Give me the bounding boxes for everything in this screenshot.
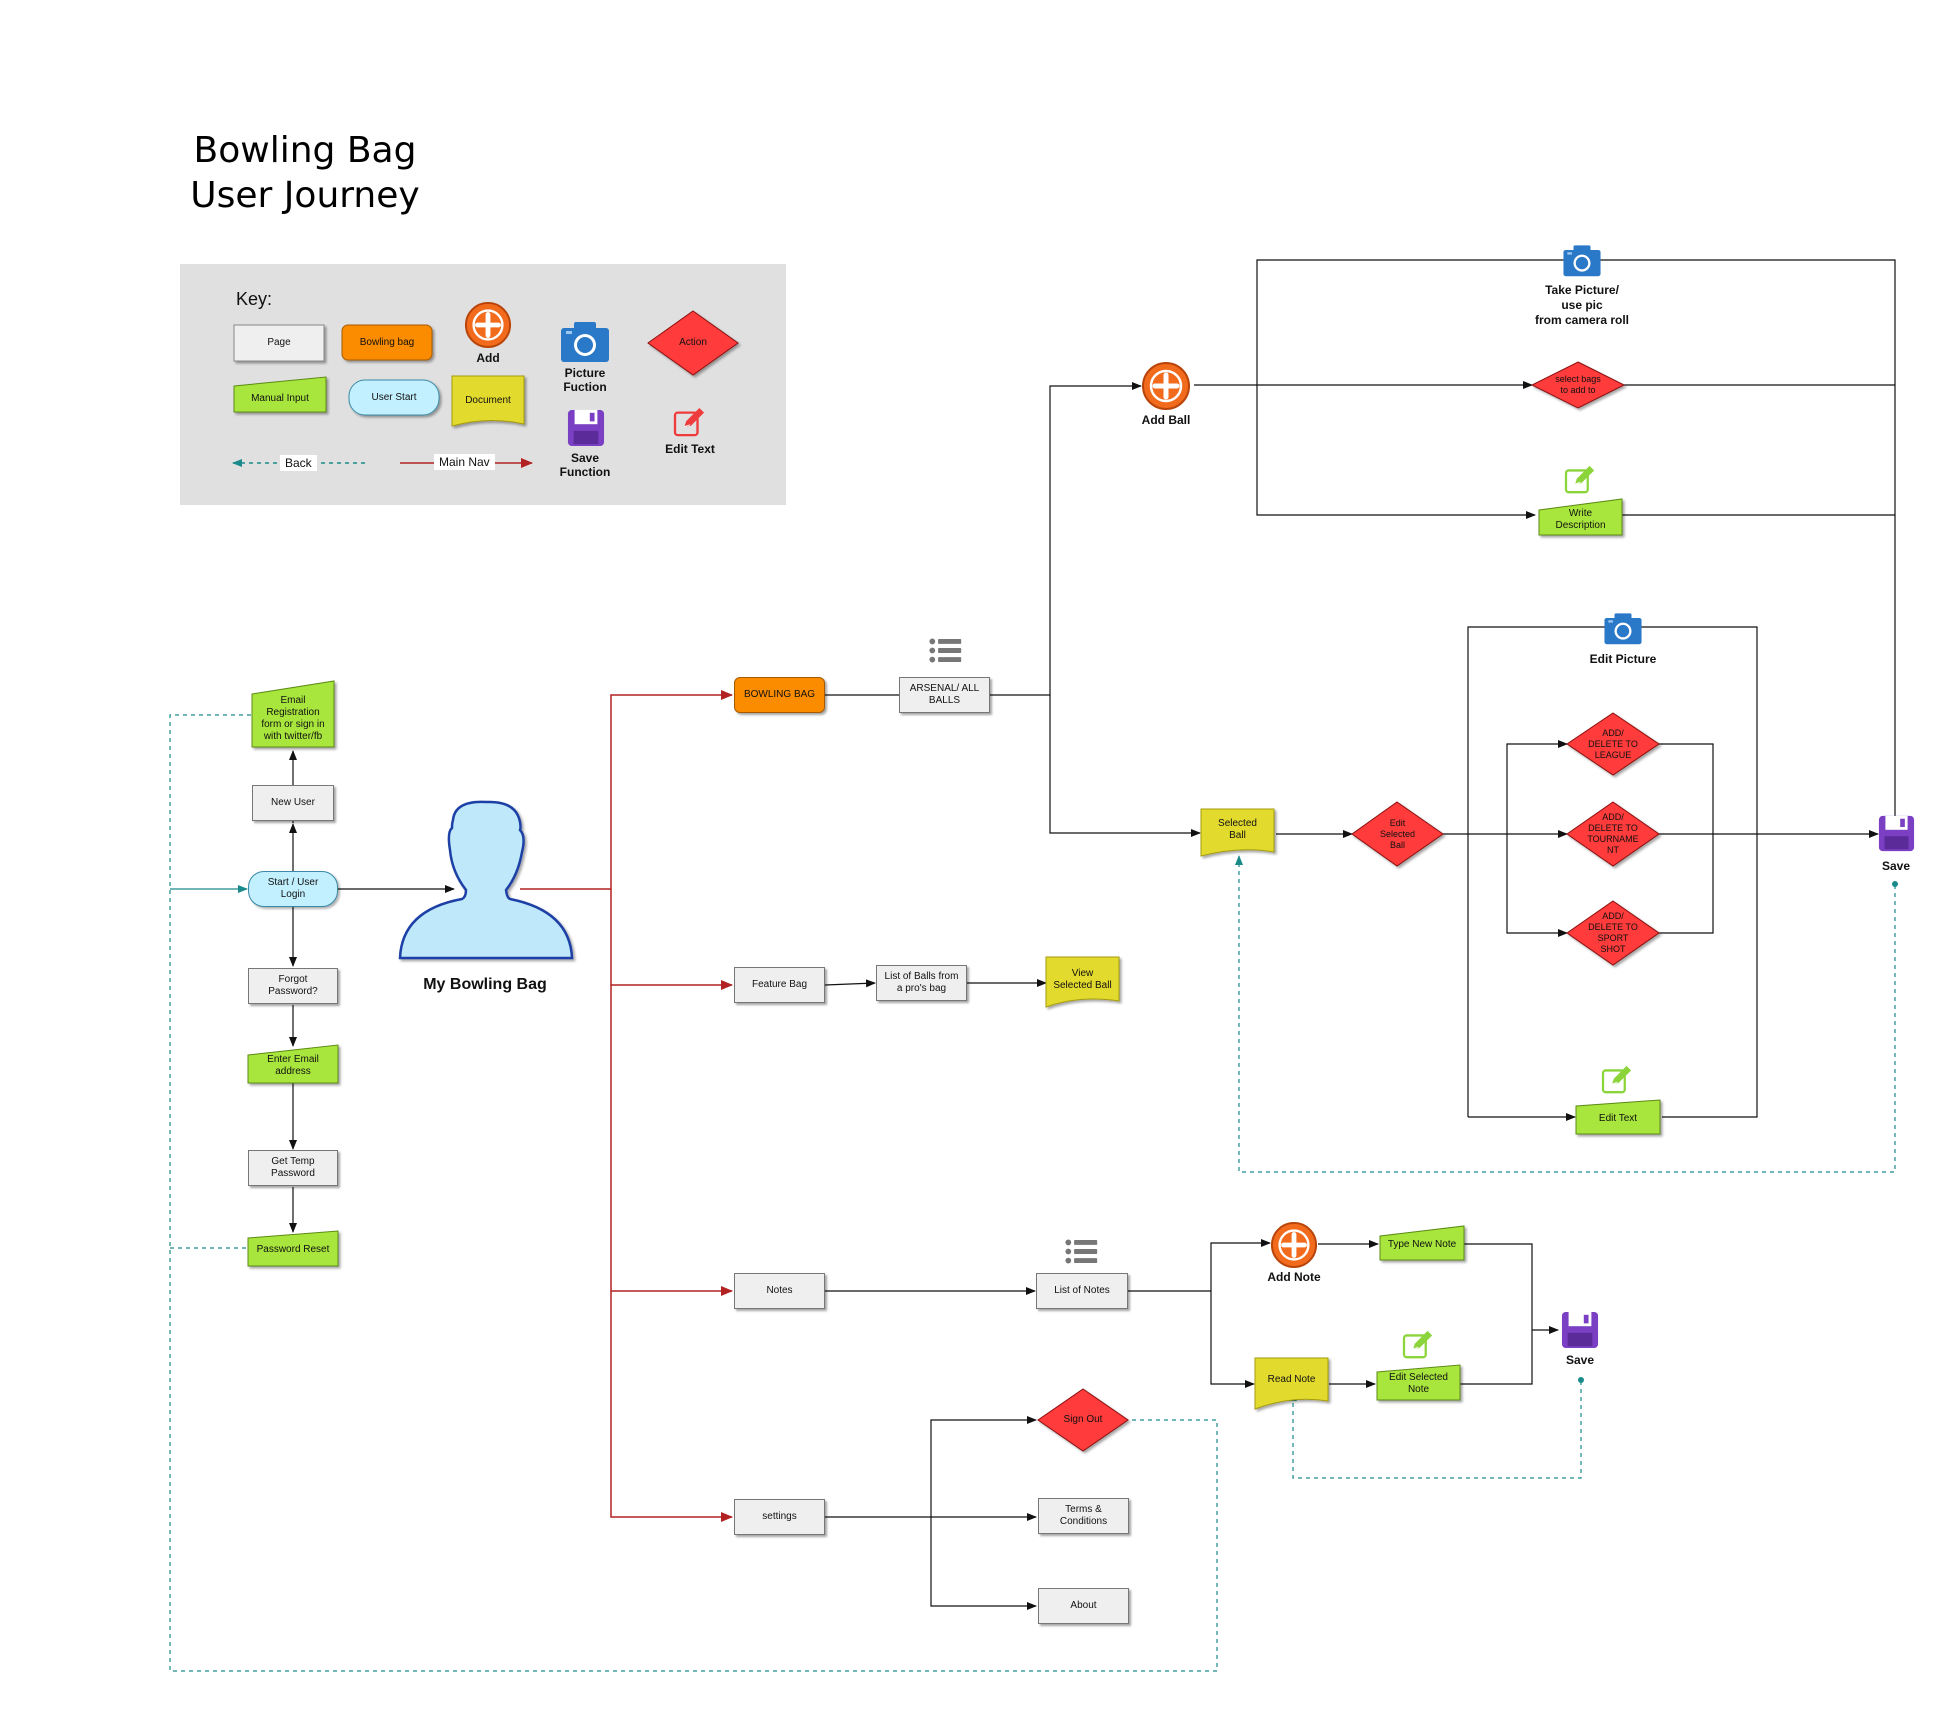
my-bowling-bag-avatar[interactable] — [398, 800, 574, 960]
settings-node[interactable]: settings — [734, 1499, 825, 1535]
save-label-notes: Save — [1565, 1353, 1595, 1367]
notes-node[interactable]: Notes — [734, 1273, 825, 1309]
key-heading: Key: — [236, 289, 273, 309]
save-icon-notes[interactable] — [1561, 1311, 1599, 1349]
camera-icon-edit-picture[interactable] — [1604, 613, 1642, 645]
key-edit-text-label: Edit Text — [665, 442, 715, 456]
key-main-nav-label: Main Nav — [434, 454, 495, 470]
back-dot-save — [1892, 881, 1898, 887]
key-page-shape — [233, 324, 325, 362]
key-action-shape — [647, 310, 739, 376]
key-document-shape — [451, 375, 525, 427]
tournament-shape[interactable] — [1566, 801, 1660, 867]
list-icon-arsenal — [929, 638, 962, 663]
back-connectors — [169, 714, 1896, 1672]
key-action-label: Action — [679, 337, 707, 348]
edit-picture-label: Edit Picture — [1589, 652, 1657, 666]
edit-text-icon-note[interactable] — [1402, 1330, 1434, 1359]
sign-out-shape[interactable] — [1037, 1388, 1129, 1452]
my-bowling-bag-label: My Bowling Bag — [423, 976, 547, 993]
list-of-notes-node[interactable]: List of Notes — [1036, 1273, 1128, 1309]
add-note-icon[interactable] — [1272, 1223, 1316, 1267]
league-shape[interactable] — [1566, 712, 1660, 776]
key-bowling-bag-shape — [341, 324, 433, 361]
key-page-label: Page — [267, 337, 291, 348]
edit-text-icon-edit-text[interactable] — [1601, 1065, 1633, 1094]
key-add-icon — [466, 303, 510, 347]
key-user-start-label: User Start — [371, 391, 417, 403]
save-icon-bag[interactable] — [1878, 815, 1915, 852]
type-new-note-shape[interactable] — [1379, 1225, 1465, 1261]
read-note-label: Read Note — [1267, 1374, 1316, 1385]
about-node[interactable]: About — [1038, 1588, 1129, 1624]
key-document-label: Document — [465, 395, 511, 406]
key-edit-text-icon — [673, 407, 706, 437]
title-line-1: Bowling Bag — [193, 130, 417, 171]
type-new-note-label: Type New Note — [1387, 1239, 1457, 1250]
select-bags-shape[interactable] — [1530, 361, 1626, 409]
password-reset-node[interactable]: Password Reset — [256, 1244, 330, 1255]
view-selected-ball-shape[interactable] — [1045, 956, 1120, 1008]
edit-selected-ball-shape[interactable] — [1351, 801, 1444, 867]
sport-shot-shape[interactable] — [1566, 900, 1660, 966]
add-ball-label: Add Ball — [1141, 413, 1191, 427]
key-bowling-bag-label: Bowling bag — [359, 336, 415, 348]
page-title: Bowling Bag User Journey — [150, 128, 460, 218]
new-user-node[interactable]: New User — [252, 785, 334, 821]
write-description-shape[interactable] — [1538, 498, 1623, 536]
key-items — [232, 303, 739, 468]
back-dot-note-save — [1578, 1377, 1584, 1383]
camera-icon-take-picture[interactable] — [1563, 245, 1601, 277]
password-reset-shape — [247, 1230, 339, 1267]
terms-node[interactable]: Terms &Conditions — [1038, 1498, 1129, 1534]
selected-ball-shape[interactable] — [1200, 808, 1275, 857]
feature-bag-node[interactable]: Feature Bag — [734, 967, 825, 1003]
edit-text-icon-description[interactable] — [1564, 465, 1596, 494]
main-nav-connectors — [520, 690, 733, 1522]
edit-selected-note-shape[interactable] — [1376, 1364, 1461, 1401]
key-user-start-shape — [348, 379, 440, 416]
key-camera-icon — [561, 322, 609, 362]
key-manual-input-label: Manual Input — [251, 392, 309, 404]
enter-email-shape — [247, 1044, 339, 1084]
key-back-label: Back — [280, 455, 317, 471]
sign-out-label: Sign Out — [1063, 1414, 1103, 1425]
key-manual-input-shape — [233, 376, 327, 413]
bowling-bag-node[interactable]: BOWLING BAG — [734, 677, 825, 713]
edit-text-shape[interactable] — [1575, 1099, 1661, 1135]
edit-text-label: Edit Text — [1598, 1113, 1638, 1124]
save-label-bag: Save — [1881, 859, 1911, 873]
email-registration-shape — [251, 680, 335, 748]
read-note-shape[interactable] — [1254, 1357, 1329, 1410]
title-line-2: User Journey — [190, 175, 420, 216]
add-ball-icon[interactable] — [1143, 363, 1189, 409]
key-add-label: Add — [476, 351, 500, 365]
add-note-label: Add Note — [1267, 1270, 1321, 1284]
list-icon-notes — [1065, 1239, 1098, 1264]
key-save-icon — [567, 409, 605, 447]
